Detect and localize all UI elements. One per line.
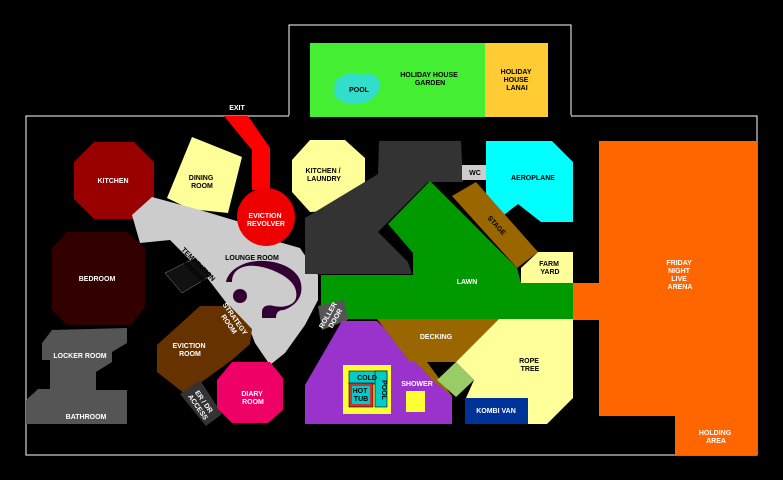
house-outline: [25, 24, 758, 456]
lawn-area: [321, 181, 573, 319]
rope-tree-label: ROPE TREE: [519, 358, 541, 373]
stage-area: [452, 182, 538, 268]
eviction-revolver-label: EVICTION REVOLVER: [247, 213, 285, 228]
diary-room-area: [217, 362, 283, 423]
holding-area: [675, 416, 757, 455]
eviction-room-area: [157, 306, 252, 394]
lawn-label: LAWN: [457, 279, 478, 286]
exit-label: EXIT: [229, 105, 245, 112]
holiday-garden-label: HOLIDAY HOUSE GARDEN: [400, 72, 460, 87]
locker-room-label: LOCKER ROOM: [53, 353, 106, 360]
kitchen-laundry-label: KITCHEN / LAUNDRY: [306, 168, 343, 183]
hot-tub-label: HOT TUB: [353, 388, 370, 403]
rope-tree-area: [456, 319, 573, 424]
bedroom-area: [52, 232, 145, 325]
eviction-revolver-area: [237, 188, 295, 246]
kombi-van-area: [465, 398, 528, 424]
lounge-label: LOUNGE ROOM: [225, 255, 279, 262]
dark-room-area: [305, 141, 463, 274]
kombi-van-label: KOMBI VAN: [476, 408, 516, 415]
question-dot-icon: [233, 289, 247, 303]
exit-corridor: [224, 116, 270, 190]
bedroom-label: BEDROOM: [79, 276, 116, 283]
cold-pool-side-label: POOL: [380, 380, 387, 401]
kitchen-label: KITCHEN: [97, 178, 128, 185]
shower-tray: [406, 391, 425, 412]
cold-pool-label: COLD: [357, 375, 377, 382]
roller-door-area: [318, 300, 348, 330]
er-dr-access-area: [180, 380, 222, 426]
dining-area: [167, 137, 242, 213]
aeroplane-label: AEROPLANE: [511, 175, 555, 182]
bathroom-label: BATHROOM: [66, 414, 107, 421]
arena-label: FRIDAY NIGHT LIVE ARENA: [666, 260, 693, 291]
holiday-lanai-label: HOLIDAY HOUSE LANAI: [501, 69, 534, 92]
shower-label: SHOWER: [401, 381, 433, 388]
arena-area: [573, 141, 757, 416]
pool-area: [334, 73, 381, 105]
farm-yard-label: FARM YARD: [539, 261, 561, 276]
diary-room-label: DIARY ROOM: [241, 391, 264, 406]
kitchen-area: [74, 142, 154, 219]
locker-fill: [50, 365, 96, 389]
decking-area-2: [377, 319, 499, 362]
holiday-garden-area: [310, 43, 485, 117]
dining-label: DINING ROOM: [189, 175, 215, 190]
wc-label: WC: [469, 170, 481, 177]
eviction-room-label: EVICTION ROOM: [172, 343, 207, 358]
farm-yard-area: [521, 252, 573, 283]
wc-area: [462, 165, 488, 180]
holiday-lanai-area: [485, 43, 548, 117]
aeroplane-area: [486, 141, 573, 222]
holding-area-label: HOLDING AREA: [699, 430, 733, 445]
cold-pool-side: [374, 370, 388, 408]
lounge-area: [132, 197, 318, 365]
decking-label: DECKING: [420, 334, 453, 341]
hot-tub-water: [352, 386, 370, 404]
pool-label: POOL: [349, 87, 370, 94]
temptation-window-area: [164, 257, 213, 294]
